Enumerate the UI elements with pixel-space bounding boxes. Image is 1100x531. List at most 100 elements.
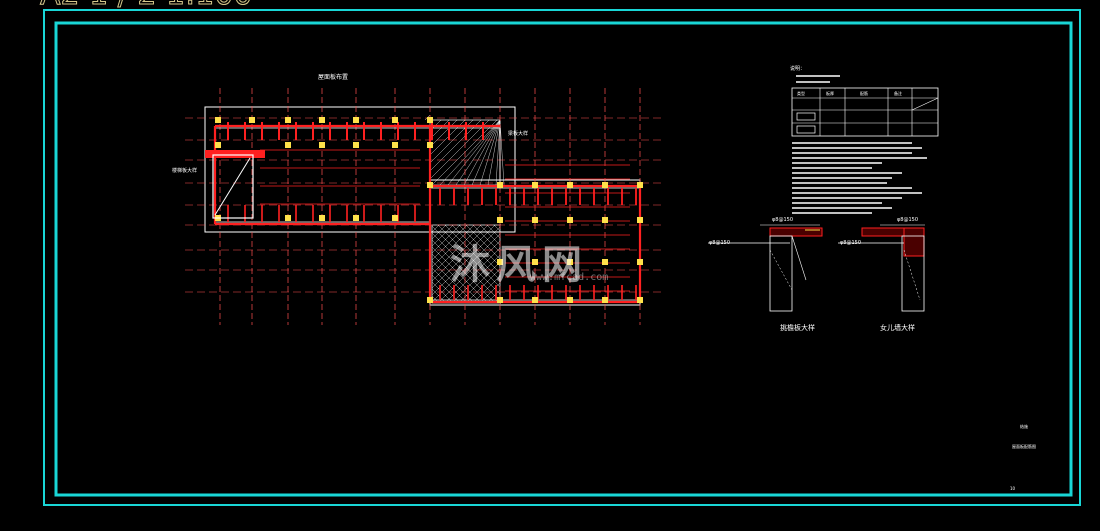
column	[392, 117, 398, 123]
detail-right-rebar-side: φ8@150	[840, 240, 861, 246]
hatch-line	[431, 224, 454, 247]
column	[567, 297, 573, 303]
hatch-line	[493, 224, 501, 232]
hatch-line	[431, 119, 498, 186]
column	[497, 297, 503, 303]
column	[427, 117, 433, 123]
hatch-line	[437, 240, 501, 304]
hatch-line	[463, 119, 501, 186]
sheet-number: 10	[1010, 486, 1016, 491]
hatch-line	[472, 224, 501, 253]
table-header-remark: 备注	[894, 90, 902, 96]
plan-right-label: 梁板大样	[508, 130, 528, 137]
title-block: 结施 屋面板配筋图 10	[1010, 423, 1036, 491]
hatch-line	[437, 224, 501, 288]
column	[427, 142, 433, 148]
stair-box	[212, 154, 254, 219]
watermark-logo: 沐风网	[450, 242, 588, 288]
hatch-line	[471, 119, 501, 186]
column	[532, 217, 538, 223]
hatch-line	[429, 119, 450, 140]
notes-table	[791, 87, 939, 137]
outer-frame	[43, 9, 1081, 506]
plan-columns	[215, 117, 643, 303]
hatch-line	[431, 288, 447, 304]
hatch-top	[424, 114, 505, 186]
detail-cantilever-slab: φ8@150 φ8@150 挑檐板大样	[708, 217, 823, 332]
hatch-line	[431, 253, 482, 304]
hatch-line	[431, 224, 440, 233]
hatch-line	[486, 224, 501, 239]
column	[285, 117, 291, 123]
column	[319, 117, 325, 123]
column	[602, 217, 608, 223]
plan-outline-left	[204, 106, 516, 233]
column	[249, 117, 255, 123]
floor-plan: 屋面板布置 楼梯板大样 梁板大样	[172, 73, 665, 325]
notes-text-lines-bottom	[792, 142, 927, 214]
column	[637, 182, 643, 188]
detail-parapet: φ8@150 φ8@150 女儿墙大样	[838, 217, 925, 332]
hatch-line	[465, 268, 501, 304]
hatch-line	[431, 224, 461, 254]
plan-rebar-marks	[205, 122, 642, 304]
column	[497, 182, 503, 188]
hatch-line	[431, 267, 468, 304]
hatch-line	[431, 224, 482, 275]
notes-text-lines-top	[796, 75, 840, 83]
plan-left-label: 楼梯板大样	[172, 167, 197, 174]
hatch-line	[431, 274, 461, 304]
hatch-line	[429, 119, 458, 148]
column	[602, 259, 608, 265]
hatch-line	[472, 275, 501, 304]
hatch-line	[431, 224, 489, 282]
hatch-line	[431, 224, 447, 240]
column	[353, 215, 359, 221]
hatch-line	[431, 224, 496, 289]
hatch-line	[431, 239, 496, 304]
column	[392, 215, 398, 221]
general-notes: 说明： 类型 板厚 配筋 备注	[790, 65, 939, 214]
column	[392, 142, 398, 148]
hatch-line	[487, 119, 501, 186]
column	[319, 142, 325, 148]
hatch-line	[431, 232, 501, 302]
hatch-line	[431, 246, 489, 304]
hatch-bottom	[431, 223, 502, 305]
column	[567, 259, 573, 265]
column	[637, 297, 643, 303]
hatch-line	[458, 261, 501, 304]
hatch-line	[431, 260, 475, 304]
hatch-line	[431, 233, 501, 303]
column	[637, 217, 643, 223]
column	[497, 217, 503, 223]
hatch-line	[479, 224, 501, 246]
column	[567, 182, 573, 188]
rebar-band	[205, 150, 265, 158]
hatch-line	[444, 224, 501, 281]
column	[215, 117, 221, 123]
column	[532, 182, 538, 188]
detail-left-rebar-top: φ8@150	[772, 217, 793, 223]
watermark-url: www.mfcad.com	[530, 272, 609, 283]
hatch-line	[429, 119, 482, 172]
column	[285, 215, 291, 221]
hatch-line	[479, 119, 501, 186]
column	[637, 259, 643, 265]
title-block-line1: 结施	[1020, 423, 1028, 429]
column	[427, 182, 433, 188]
hatch-line	[495, 119, 501, 186]
column	[285, 142, 291, 148]
hatch-line	[465, 224, 501, 260]
column	[602, 182, 608, 188]
hatch-line	[431, 224, 468, 261]
hatch-line	[431, 281, 454, 304]
table-header-rebar: 配筋	[860, 90, 868, 96]
hatch-line	[429, 119, 490, 180]
title-block-line2: 屋面板配筋图	[1012, 443, 1036, 449]
stair-diagonal	[214, 157, 251, 216]
column	[567, 217, 573, 223]
inner-frame	[54, 21, 1073, 497]
plan-grid-lines	[185, 88, 665, 325]
